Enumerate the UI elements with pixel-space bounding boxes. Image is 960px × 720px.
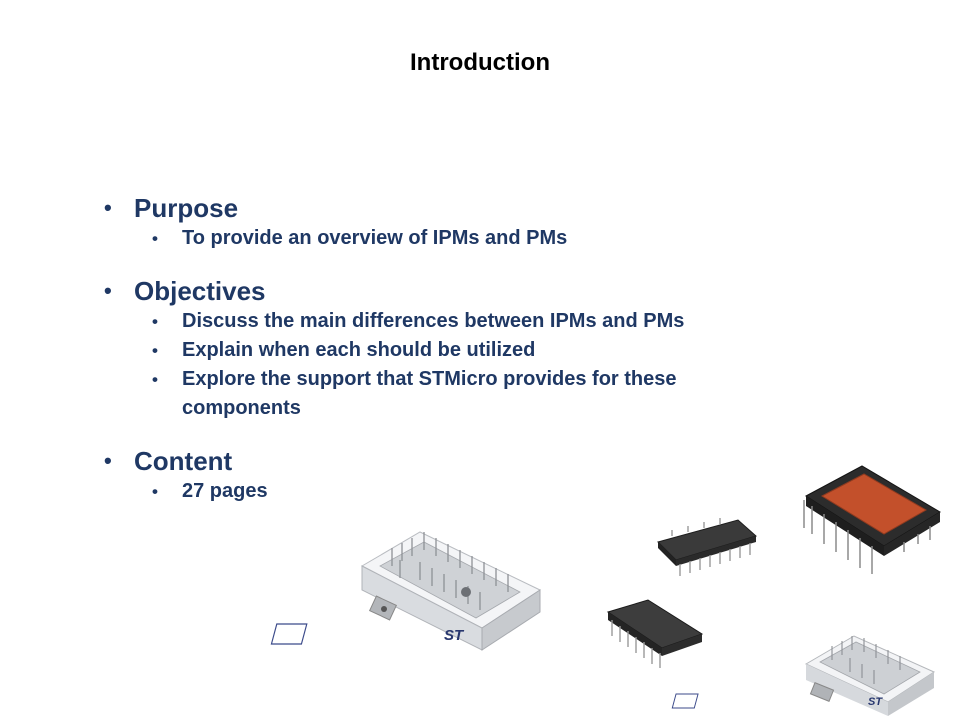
section-heading: •Purpose bbox=[104, 193, 239, 223]
section-heading: •Content bbox=[104, 446, 233, 476]
bullet-icon: • bbox=[104, 278, 112, 303]
section-purpose: •Purpose •To provide an overview of IPMs… bbox=[104, 192, 824, 253]
section-objectives: •Objectives •Discuss the main difference… bbox=[104, 275, 824, 423]
dip-module-small bbox=[657, 518, 758, 576]
bullet-content: •Purpose •To provide an overview of IPMs… bbox=[104, 192, 824, 528]
bullet-icon: • bbox=[152, 370, 158, 389]
bullet-icon: • bbox=[152, 229, 158, 248]
white-power-module-large: ST bbox=[270, 531, 542, 651]
bullet-icon: • bbox=[152, 341, 158, 360]
svg-text:ST: ST bbox=[444, 627, 465, 644]
bullet-icon: • bbox=[104, 195, 112, 220]
list-item: •Explore the support that STMicro provid… bbox=[104, 365, 742, 423]
svg-text:ST: ST bbox=[868, 696, 883, 708]
list-item: •Discuss the main differences between IP… bbox=[104, 307, 824, 336]
bullet-icon: • bbox=[104, 448, 112, 473]
list-item: •Explain when each should be utilized bbox=[104, 336, 824, 365]
bullet-icon: • bbox=[152, 312, 158, 331]
bullet-icon: • bbox=[152, 482, 158, 501]
page-title: Introduction bbox=[410, 49, 550, 76]
white-power-module-small: ST bbox=[671, 635, 936, 716]
section-content: •Content •27 pages bbox=[104, 445, 824, 506]
section-heading: •Objectives bbox=[104, 276, 266, 306]
ipm-module-copper bbox=[803, 465, 941, 574]
list-item: •To provide an overview of IPMs and PMs bbox=[104, 224, 824, 253]
sip-module-medium bbox=[606, 599, 704, 668]
list-item: •27 pages bbox=[104, 477, 824, 506]
